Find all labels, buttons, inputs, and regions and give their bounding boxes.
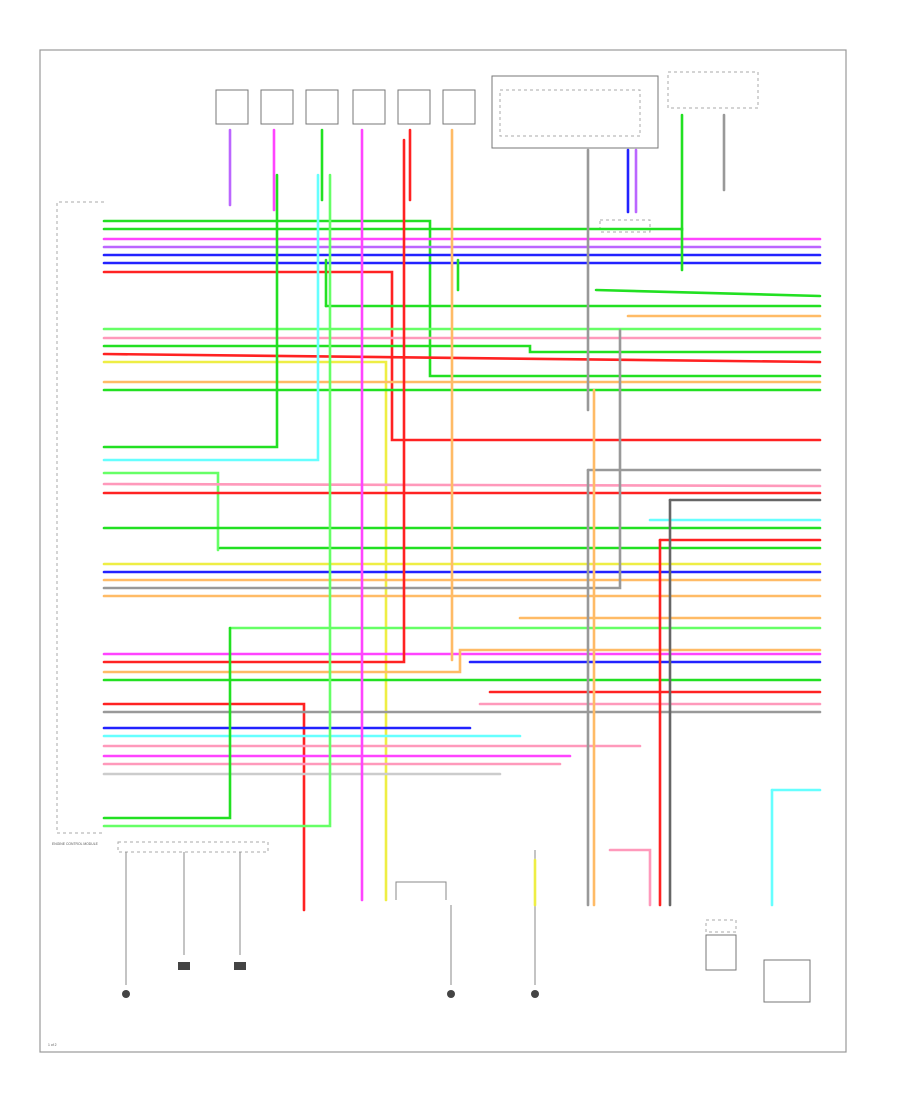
wire-green-1 (102, 219, 822, 378)
sensor-group-left (117, 841, 269, 853)
wire-green-11 (102, 626, 232, 820)
fuse-box-3 (305, 89, 339, 125)
wire-green-3 (594, 288, 822, 298)
riser-pink-bottom (608, 848, 652, 907)
fuse-box-6 (442, 89, 476, 125)
ecm-caption: ENGINE CONTROL MODULE (52, 842, 99, 846)
ecm-signal-wires (102, 138, 822, 912)
fuse-box-5 (397, 89, 431, 125)
wire-loop-mid (395, 881, 447, 900)
component-box-bottom-right (763, 959, 811, 1003)
wire-red-7 (102, 702, 306, 912)
ground-symbol-1 (122, 990, 130, 998)
wire-green-5 (102, 344, 822, 354)
bottom-components (117, 841, 811, 1003)
connector-bottom-right (705, 919, 737, 933)
ground-symbol-2 (447, 990, 455, 998)
wire-cyan-1 (102, 173, 320, 462)
fuse-box-1 (215, 89, 249, 125)
junction-box-top-right (667, 71, 759, 109)
top-fuse-row (215, 89, 476, 125)
relay-box-top (491, 75, 659, 149)
sensor-element-2 (234, 962, 246, 970)
wire-orange-6 (102, 648, 822, 674)
wire-red-6 (102, 138, 406, 664)
diagram-frame (39, 49, 847, 1053)
fuse-box-2 (260, 89, 294, 125)
vertical-risers (228, 113, 774, 907)
relay-sub-box (499, 89, 641, 137)
wire-yellow-1 (102, 360, 388, 902)
wire-green-7 (102, 173, 279, 449)
wire-red-3 (102, 482, 822, 488)
wire-red-2 (102, 352, 822, 364)
connector-mid (599, 219, 651, 233)
sensor-element-1 (178, 962, 190, 970)
ecm-boundary (56, 201, 104, 834)
wire-lgreen-2 (102, 471, 220, 552)
ground-symbol-3 (531, 990, 539, 998)
wire-lgreen-4 (102, 173, 332, 828)
wire-gray-1 (102, 328, 622, 590)
component-box-bottom-mid (705, 934, 737, 971)
fuse-box-4 (352, 89, 386, 125)
footer-label: 1 of 2 (48, 1043, 57, 1047)
